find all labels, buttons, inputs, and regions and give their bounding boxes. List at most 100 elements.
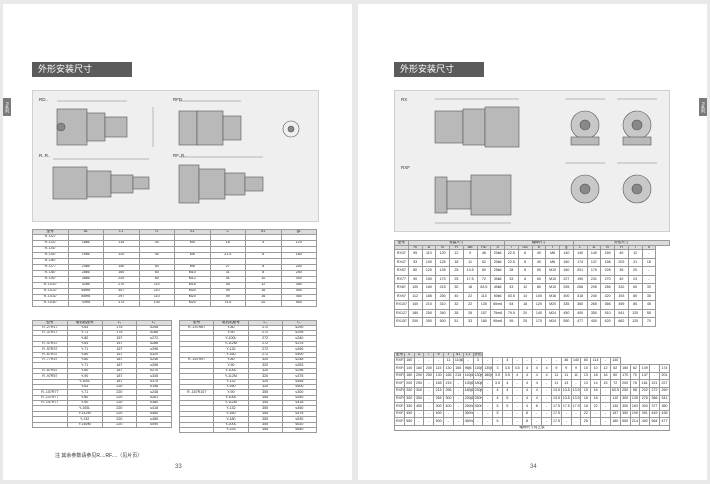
- table-cell: 450h6: [462, 417, 474, 426]
- table-cell: 8: [531, 402, 543, 411]
- table-cell: M6: [545, 257, 560, 268]
- table-cell: 266: [600, 283, 615, 293]
- table-row: RXF57180200250130165215110j6130j6180j63.…: [394, 371, 671, 381]
- table-row: RXF157550--500--450h6--5--8--17.5--25--1…: [394, 417, 671, 426]
- table-cell: 20: [517, 308, 533, 319]
- table-cell: 70: [641, 317, 657, 327]
- table-cell: 377: [649, 402, 660, 411]
- table-cell: 510: [600, 308, 615, 319]
- table-cell: 174: [572, 257, 588, 268]
- table-cell: 12: [517, 283, 533, 293]
- table-cell: 564: [649, 417, 660, 426]
- table-cell: 8: [517, 266, 533, 276]
- table-cell: -: [541, 379, 552, 388]
- table-cell: 93: [407, 257, 423, 268]
- gearbox-drawing: [52, 100, 300, 204]
- table-cell: 3.5: [501, 364, 513, 373]
- table-cell: 190: [572, 274, 588, 285]
- table-cell: 662: [614, 317, 629, 327]
- table-cell: 3.5: [492, 379, 503, 388]
- table-cell: 11: [560, 371, 572, 381]
- table-cell: RXF87: [394, 386, 405, 396]
- table-cell: -: [531, 409, 543, 419]
- table-cell: 11: [551, 371, 562, 381]
- table-cell: [32, 421, 68, 429]
- table-cell: 400: [586, 317, 602, 327]
- table-cell: 90: [407, 274, 423, 285]
- table-cell: 13: [580, 379, 592, 388]
- table-cell: 541: [614, 308, 629, 319]
- table-cell: 355: [247, 426, 283, 434]
- table-cell: 60: [609, 371, 621, 381]
- table-cell: 130j6: [472, 371, 484, 381]
- table-cell: 15: [580, 386, 592, 396]
- table-cell: -: [600, 356, 611, 366]
- table-cell: 320: [600, 291, 615, 302]
- table-cell: -: [541, 409, 552, 419]
- table-cell: -: [423, 409, 435, 419]
- table-cell: 110j6: [452, 356, 464, 366]
- table-cell: 250: [619, 386, 631, 396]
- table-cell: RX127: [394, 308, 409, 319]
- table-cell: 90m6: [490, 317, 505, 327]
- table-cell: 30: [641, 283, 657, 293]
- table-cell: 13.5: [551, 386, 562, 396]
- table-cell: 550: [403, 417, 415, 426]
- table-cell: 550: [559, 317, 574, 327]
- table-cell: 120: [531, 300, 547, 310]
- table-cell: 13.5: [462, 266, 478, 276]
- table-cell: 4: [531, 364, 543, 373]
- table-cell: 4: [521, 364, 533, 373]
- table-cell: RXF97: [394, 394, 405, 404]
- table-cell: -: [423, 394, 435, 404]
- table-cell: 25: [517, 317, 533, 327]
- table-cell: 250: [423, 371, 435, 381]
- table-cell: 160: [421, 283, 437, 293]
- table-cell: 130j6: [482, 364, 494, 373]
- table-cell: RXF57: [394, 371, 405, 381]
- table-cell: RX57: [394, 266, 409, 276]
- table-cell: 160: [559, 266, 574, 276]
- table-cell: 215: [452, 371, 464, 381]
- table-cell: -: [590, 409, 602, 419]
- table-cell: 8: [517, 274, 533, 285]
- table-cell: 62: [629, 364, 641, 373]
- table-cell: 170: [531, 317, 547, 327]
- table-cell: M24: [545, 317, 560, 327]
- table-cell: 6: [517, 249, 533, 259]
- table-cell: -: [541, 402, 552, 411]
- table-cell: 13.5: [560, 386, 572, 396]
- table-cell: 393: [614, 291, 629, 302]
- table-cell: 4: [521, 379, 533, 388]
- table-cell: 13.5: [560, 394, 572, 404]
- fig-label-rd: RD..: [39, 97, 48, 102]
- table-cell: R..D167: [32, 299, 69, 307]
- table-cell: 300: [433, 402, 445, 411]
- table-cell: 25: [449, 266, 464, 276]
- table-row: RXF37160---11110j6-3--4-----4614060114-1…: [394, 356, 670, 366]
- table-cell: -: [511, 356, 523, 366]
- table-cell: 157: [476, 308, 492, 319]
- table-cell: 14: [590, 379, 602, 388]
- table-cell: 25k6: [490, 266, 505, 276]
- table-cell: 270: [600, 274, 615, 285]
- table-cell: 5: [501, 394, 513, 404]
- table-cell: 9: [560, 364, 572, 373]
- table-cell: 31: [627, 257, 643, 268]
- table-cell: 318: [572, 291, 588, 302]
- table-cell: 360: [572, 300, 588, 310]
- table-cell: 4: [531, 379, 543, 388]
- table-cell: -: [600, 394, 611, 404]
- table-cell: 160: [403, 356, 415, 366]
- table-cell: 13.5: [570, 386, 582, 396]
- table-cell: 139: [639, 364, 651, 373]
- table-cell: 3.5: [492, 371, 503, 381]
- table-cell: 300: [421, 317, 437, 327]
- table-cell: 80: [627, 291, 643, 302]
